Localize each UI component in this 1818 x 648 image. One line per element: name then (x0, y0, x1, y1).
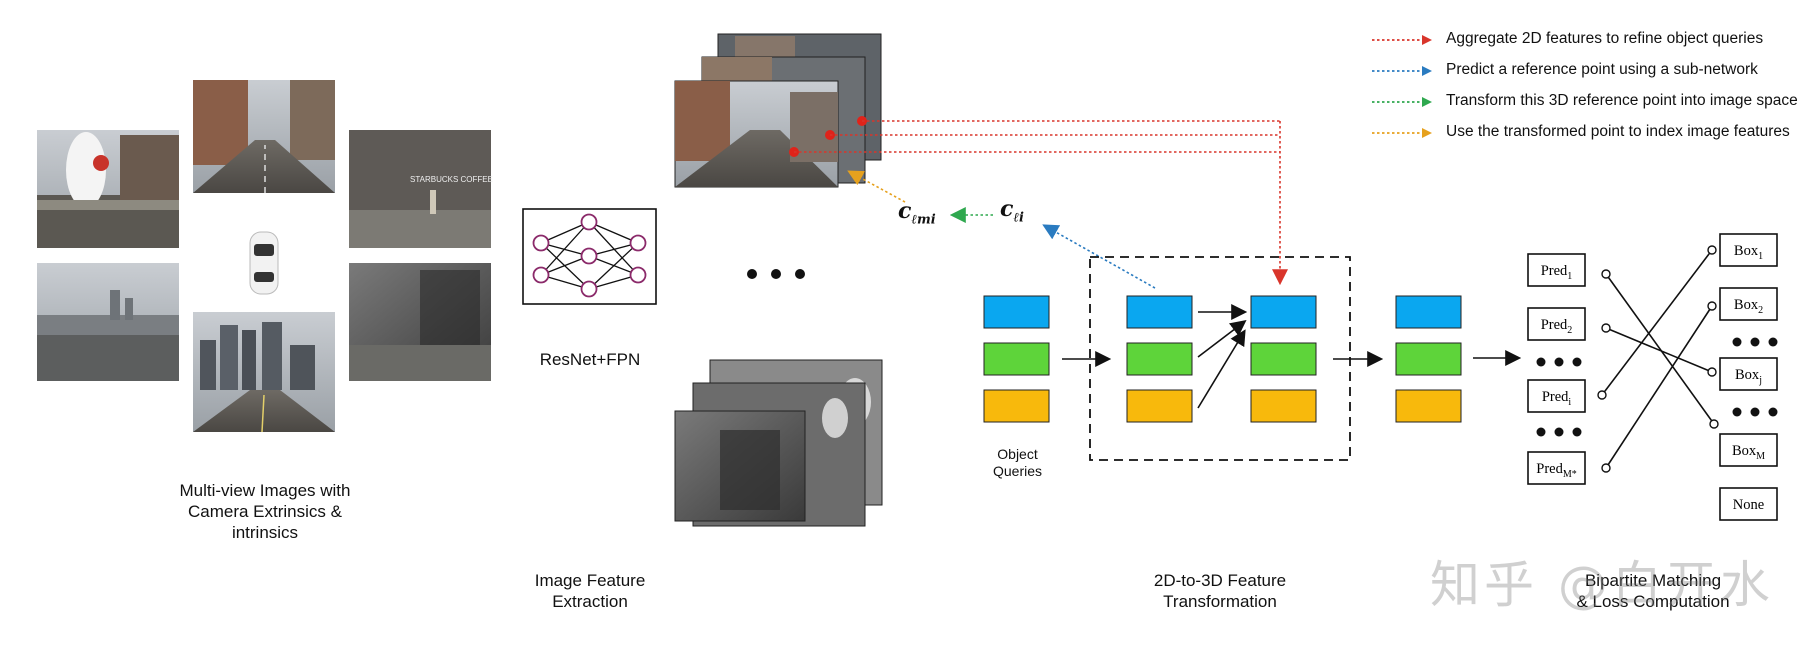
matching-ellipsis (1536, 337, 1778, 437)
object-queries-caption: Object Queries (992, 446, 1043, 479)
camera-image-front-left (37, 130, 179, 248)
gt-box-3-label: Boxj (1735, 367, 1762, 386)
object-queries-initial (983, 295, 1050, 423)
gt-box-5-label: None (1733, 497, 1764, 513)
pred-box-4: PredM* (1527, 451, 1586, 485)
gt-box-2-label: Box2 (1734, 297, 1763, 316)
bipartite-caption: Bipartite Matching & Loss Computation (1576, 571, 1730, 611)
multiview-caption: Multi-view Images with Camera Extrinsics… (179, 481, 351, 542)
pred-box-3: Predi (1527, 379, 1586, 413)
legend-arrowhead-2 (1422, 66, 1432, 76)
camera-image-front-right: STARBUCKS COFFEE (349, 130, 493, 248)
camera-image-front (193, 80, 335, 193)
pred-box-2-label: Pred2 (1541, 317, 1573, 336)
pred-box-4-label: PredM* (1536, 461, 1577, 480)
aggregate-lines (794, 120, 1288, 286)
legend-item-4: Use the transformed point to index image… (1446, 123, 1790, 140)
resnet-label: ResNet+FPN (539, 350, 641, 369)
feature-extraction-caption: Image Feature Extraction (534, 571, 646, 611)
camera-image-back-left (37, 263, 179, 381)
legend-item-1: Aggregate 2D features to refine object q… (1446, 30, 1764, 47)
legend-arrowhead-4 (1422, 128, 1432, 138)
legend-lines (1372, 35, 1432, 138)
object-queries-final (1395, 295, 1462, 423)
watermark-text: 知乎 @白开水 (1430, 556, 1774, 614)
gt-box-1-label: Box1 (1734, 243, 1763, 262)
matching-endpoints (1597, 245, 1719, 473)
starbucks-sign: STARBUCKS COFFEE (410, 175, 493, 184)
refine-arrows (1197, 304, 1248, 409)
feature-stack-bottom (674, 359, 883, 527)
stack-ellipsis (747, 269, 805, 279)
legend-arrowhead-3 (1422, 97, 1432, 107)
camera-image-back (193, 312, 335, 433)
object-queries-layer-in (1126, 295, 1193, 423)
pred-box-3-label: Predi (1542, 389, 1572, 408)
resnet-fpn-network-icon (522, 208, 657, 305)
legend-arrowhead-1 (1422, 35, 1432, 45)
transformation-caption: 2D-to-3D Feature Transformation (1153, 571, 1287, 611)
legend-item-3: Transform this 3D reference point into i… (1446, 92, 1798, 109)
feature-stack-top (674, 33, 882, 188)
c-lmi-symbol: cℓmi (898, 198, 936, 228)
matching-lines (1601, 249, 1715, 469)
c-li-symbol: cℓi (1000, 196, 1024, 226)
index-feature-arrow (847, 170, 906, 203)
gt-box-5: None (1719, 487, 1778, 521)
camera-image-back-right (349, 263, 491, 381)
legend-item-2: Predict a reference point using a sub-ne… (1446, 61, 1758, 78)
pred-box-1: Pred1 (1527, 253, 1586, 287)
gt-box-4-label: BoxM (1732, 443, 1765, 462)
pred-box-1-label: Pred1 (1541, 263, 1573, 282)
gt-box-2: Box2 (1719, 287, 1778, 321)
predict-point-arrow (1042, 224, 1156, 289)
object-queries-layer-out (1250, 295, 1317, 423)
ego-car-icon (249, 231, 279, 295)
pred-box-2: Pred2 (1527, 307, 1586, 341)
gt-box-1: Box1 (1719, 233, 1778, 267)
gt-box-3: Boxj (1719, 357, 1778, 391)
gt-box-4: BoxM (1719, 433, 1778, 467)
